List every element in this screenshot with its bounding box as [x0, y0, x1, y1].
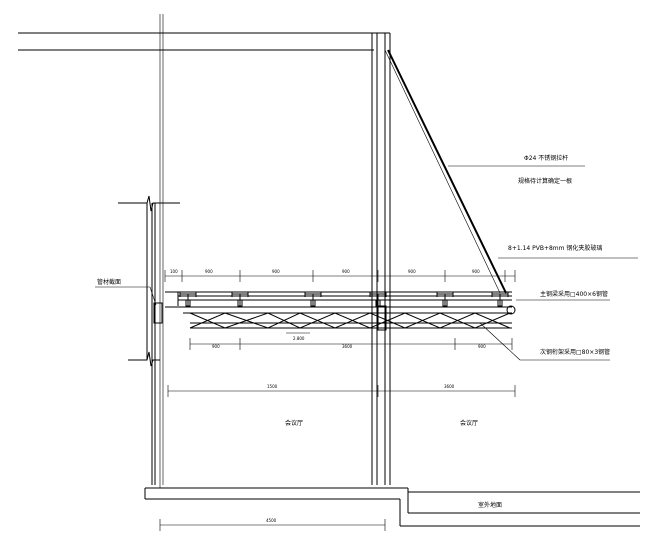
- secondary-beam-annotation: 次钢桁架采用□80×3钢管: [479, 322, 610, 361]
- spider-fitting: [231, 292, 249, 307]
- top-dim-1: 900: [205, 269, 213, 274]
- slope-label: 2.800: [293, 336, 305, 341]
- spider-fitting: [369, 292, 387, 307]
- floor-slab: 室外地面: [144, 485, 640, 527]
- glass-label: 8+1.14 PVB+8mm 钢化夹胶玻璃: [508, 244, 602, 252]
- secondary-beam-label: 次钢桁架采用□80×3钢管: [540, 348, 610, 356]
- spider-fitting: [436, 292, 454, 307]
- wall-annotation: 管材截面: [95, 278, 157, 306]
- cable-annotation: Φ24 不锈钢拉杆 规格待计算确定一根: [448, 154, 585, 185]
- outside-label: 室外地面: [478, 501, 502, 509]
- spider-fitting: [491, 292, 509, 307]
- span-dim-right: 3600: [444, 384, 455, 389]
- stay-cable: [384, 49, 507, 294]
- spider-fittings: [179, 292, 509, 307]
- lower-dim-1: 900: [212, 344, 220, 349]
- wall-label: 管材截面: [97, 278, 121, 286]
- left-wall: [118, 195, 180, 485]
- spider-fitting: [179, 292, 197, 307]
- span-dim-left: 1500: [267, 384, 278, 389]
- top-dim-start: 100: [170, 269, 178, 274]
- lower-dim-3: 900: [478, 344, 486, 349]
- cable-label: Φ24 不锈钢拉杆: [524, 154, 568, 162]
- lower-dimension-line: 900 3600 900: [189, 338, 513, 350]
- room-right-label: 会议厅: [460, 419, 478, 427]
- main-beam-annotation: 主钢梁采用□400×6钢管: [516, 290, 610, 301]
- bottom-dimension-line: 4500: [159, 518, 386, 531]
- slope-annotation: 2.800: [286, 332, 310, 341]
- glass-annotation: 8+1.14 PVB+8mm 钢化夹胶玻璃: [498, 244, 638, 259]
- main-beam-label: 主钢梁采用□400×6钢管: [540, 290, 608, 298]
- room-left-label: 会议厅: [285, 419, 303, 427]
- top-dim-4: 900: [408, 269, 416, 274]
- top-dim-3: 900: [342, 269, 350, 274]
- grid-axis-left: [159, 14, 164, 485]
- top-slab: [18, 32, 390, 51]
- steel-truss: [165, 305, 516, 331]
- bottom-dim: 4500: [266, 518, 277, 523]
- span-dimension-line: 1500 3600: [167, 384, 516, 397]
- cable-sub-label: 规格待计算确定一根: [518, 177, 572, 185]
- glass-canopy: [165, 291, 512, 306]
- lower-dim-2: 3600: [342, 344, 353, 349]
- main-column: [371, 33, 391, 485]
- top-dimension-line: 100 900 900 900 900 900: [164, 269, 516, 282]
- top-dim-2: 900: [272, 269, 280, 274]
- spider-fitting: [304, 292, 322, 307]
- top-dim-5: 900: [472, 269, 480, 274]
